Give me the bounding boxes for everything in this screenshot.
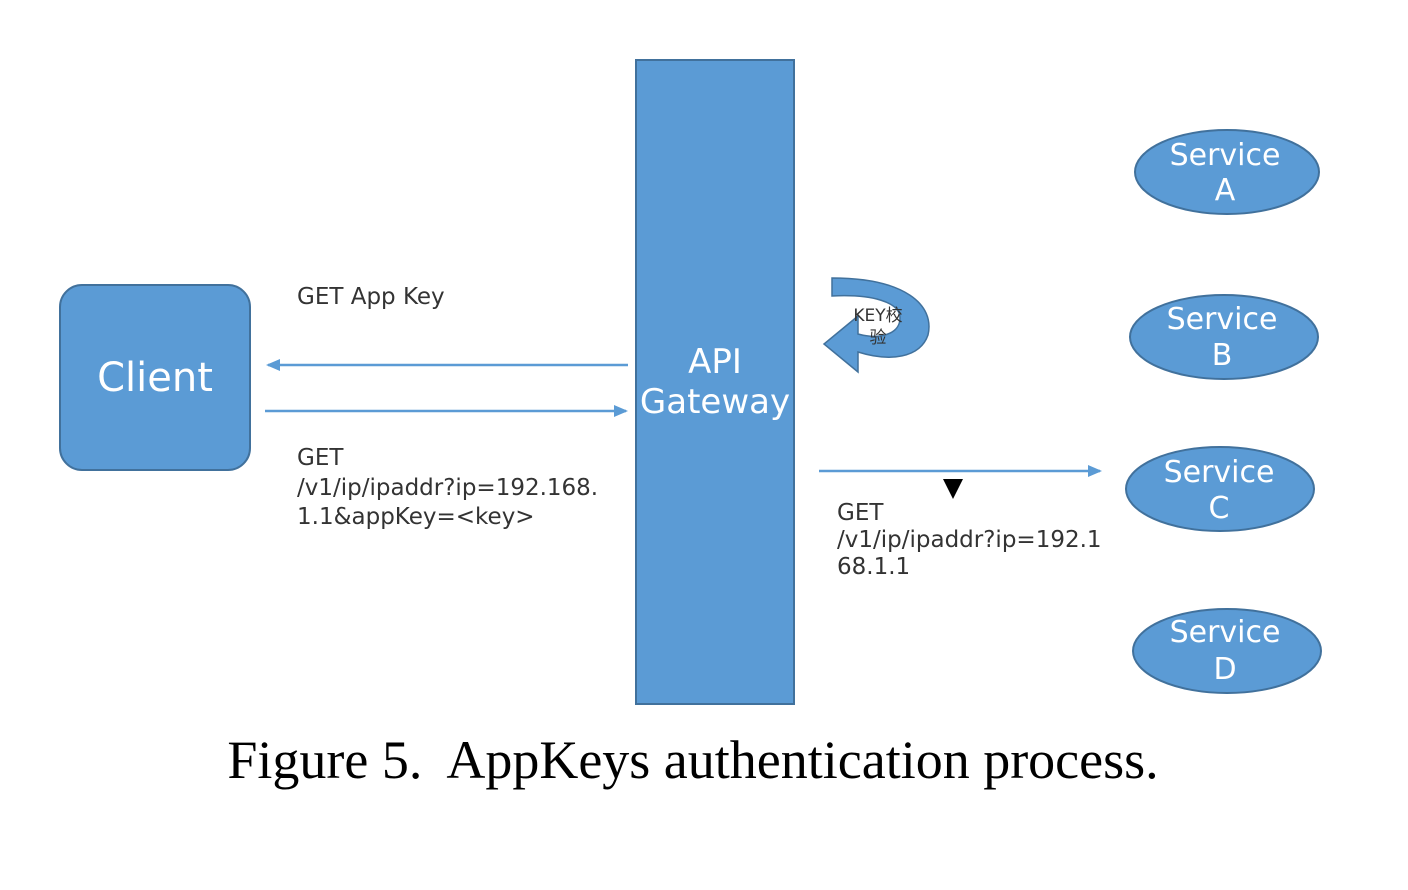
small-pointer-triangle bbox=[943, 479, 963, 499]
edge-forward-request-line3: 68.1.1 bbox=[837, 554, 910, 580]
edge-client-request: GET /v1/ip/ipaddr?ip=192.168. 1.1&appKey… bbox=[265, 405, 628, 530]
edge-forward-request-line1: GET bbox=[837, 500, 884, 526]
service-b-label-line1: Service bbox=[1167, 302, 1278, 337]
gateway-label-line1: API bbox=[688, 342, 742, 382]
edge-forward-request-line2: /v1/ip/ipaddr?ip=192.1 bbox=[837, 527, 1102, 553]
edge-get-app-key-label: GET App Key bbox=[297, 284, 445, 310]
service-d-label-line2: D bbox=[1213, 652, 1236, 687]
service-a-label-line1: Service bbox=[1170, 138, 1281, 173]
service-c-label-line2: C bbox=[1209, 491, 1230, 526]
service-c-node: Service C bbox=[1125, 446, 1315, 532]
client-node: Client bbox=[59, 284, 251, 471]
key-check-label-line2: 验 bbox=[870, 328, 887, 348]
service-c-label-line1: Service bbox=[1164, 455, 1275, 490]
service-d-label-line1: Service bbox=[1170, 615, 1281, 650]
edge-client-request-line1: GET bbox=[297, 445, 344, 471]
gateway-label-line2: Gateway bbox=[640, 382, 790, 422]
figure-caption: Figure 5. AppKeys authentication process… bbox=[227, 730, 1158, 790]
service-d-node: Service D bbox=[1132, 608, 1322, 694]
service-a-label-line2: A bbox=[1215, 173, 1236, 208]
api-gateway-node: API Gateway bbox=[635, 59, 795, 705]
edge-client-request-line3: 1.1&appKey=<key> bbox=[297, 504, 535, 530]
service-a-node: Service A bbox=[1134, 129, 1320, 215]
service-b-node: Service B bbox=[1129, 294, 1319, 380]
edge-get-app-key: GET App Key bbox=[266, 284, 628, 371]
key-check-label-line1: KEY校 bbox=[853, 306, 902, 326]
service-b-label-line2: B bbox=[1212, 338, 1233, 373]
edge-forward-request: GET /v1/ip/ipaddr?ip=192.1 68.1.1 bbox=[819, 465, 1102, 580]
client-label: Client bbox=[97, 355, 213, 401]
edge-client-request-line2: /v1/ip/ipaddr?ip=192.168. bbox=[297, 475, 598, 501]
key-check-curved-arrow: KEY校 验 bbox=[822, 277, 930, 374]
